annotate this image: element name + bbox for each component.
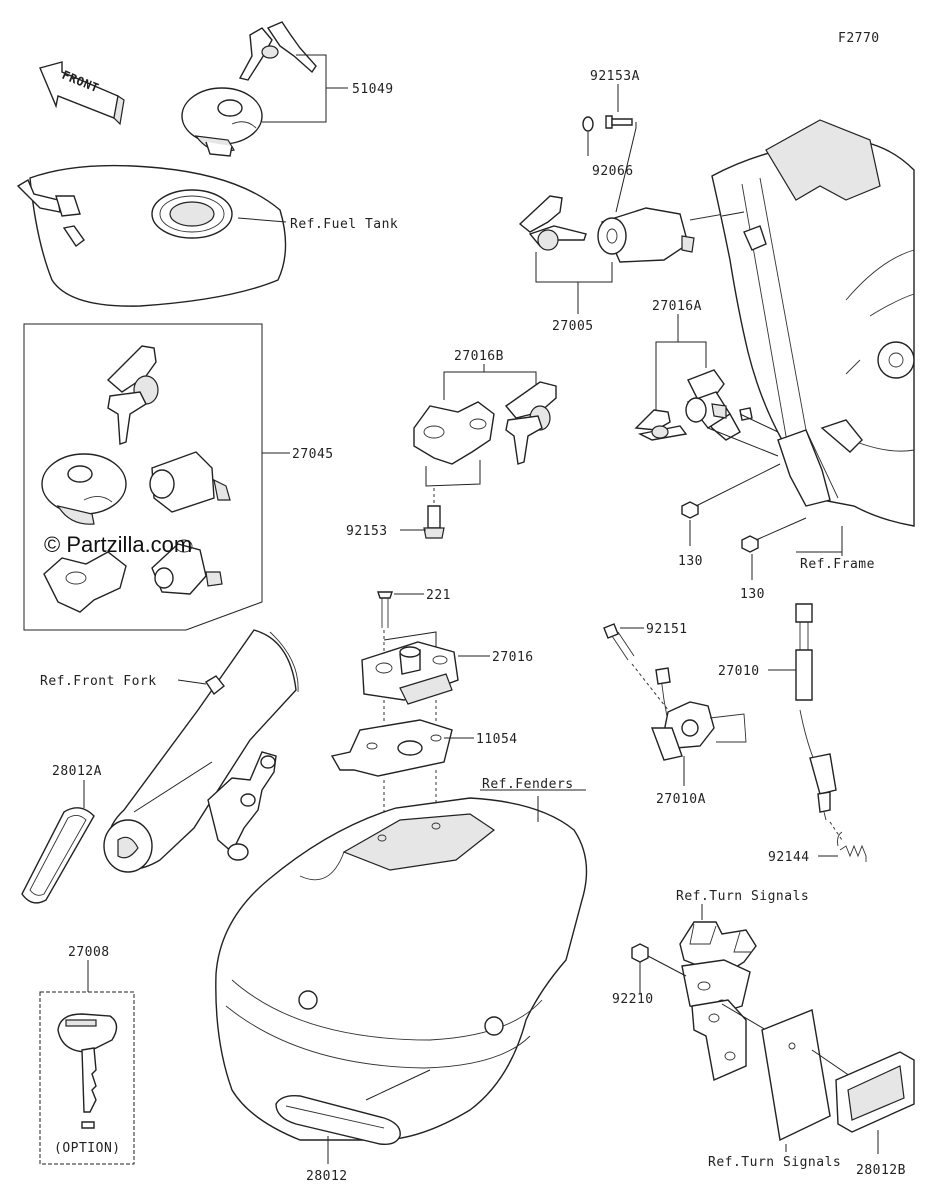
figure-code: F2770 — [838, 31, 880, 46]
front-fork-ref — [103, 629, 299, 873]
label-92066: 92066 — [592, 164, 634, 179]
label-130-a: 130 — [678, 554, 703, 569]
bracket-11054 — [330, 719, 453, 777]
turn-signal-bracket — [679, 921, 757, 1081]
bolt-130-b — [741, 535, 759, 553]
frame-ref — [711, 119, 915, 527]
label-92153: 92153 — [346, 524, 388, 539]
key-27008-box — [39, 991, 135, 1165]
label-27045: 27045 — [292, 447, 334, 462]
kit-27045-box — [23, 323, 263, 631]
label-ref-frame: Ref.Frame — [800, 557, 875, 572]
option-text: (OPTION) — [54, 1141, 121, 1156]
nut-92210 — [631, 943, 649, 963]
label-27010: 27010 — [718, 664, 760, 679]
label-130-b: 130 — [740, 587, 765, 602]
label-27010A: 27010A — [656, 792, 706, 807]
label-ref-turn-signals-top: Ref.Turn Signals — [676, 889, 809, 904]
screw-92153A — [605, 115, 633, 129]
reflector-28012 — [275, 1094, 401, 1146]
ignition-switch-27005 — [597, 207, 725, 263]
label-92153A: 92153A — [590, 69, 640, 84]
keys-27016A — [634, 409, 688, 441]
bolt-130-a — [681, 501, 699, 519]
label-ref-front-fork: Ref.Front Fork — [40, 674, 157, 689]
reflector-plate — [761, 1009, 831, 1142]
reflector-28012B — [835, 1051, 915, 1133]
switch-27010A — [650, 667, 747, 761]
label-ref-fenders: Ref.Fenders — [482, 777, 574, 792]
label-92210: 92210 — [612, 992, 654, 1007]
leader-27016B-bolt — [425, 460, 481, 487]
plug-92066 — [582, 116, 594, 132]
label-28012: 28012 — [306, 1169, 348, 1184]
label-11054: 11054 — [476, 732, 518, 747]
keys-51049 — [238, 21, 317, 81]
label-27016B: 27016B — [454, 349, 504, 364]
label-51049: 51049 — [352, 82, 394, 97]
front-arrow-icon: FRONT — [39, 61, 125, 126]
keys-27016B — [504, 381, 557, 465]
label-ref-fuel-tank: Ref.Fuel Tank — [290, 217, 398, 232]
keys-27005 — [518, 195, 587, 251]
label-27016A: 27016A — [652, 299, 702, 314]
leader-fuel-tank — [237, 217, 287, 223]
label-28012A: 28012A — [52, 764, 102, 779]
bracket-27016A — [685, 369, 753, 441]
spring-92144 — [837, 831, 867, 862]
label-27008: 27008 — [68, 945, 110, 960]
label-221: 221 — [426, 588, 451, 603]
label-92151: 92151 — [646, 622, 688, 637]
bolt-92153 — [423, 505, 445, 539]
fenders-ref — [215, 797, 588, 1141]
bracket-27016B — [413, 401, 495, 465]
bolt-221 — [377, 591, 393, 628]
fuel-tank-ref — [16, 164, 287, 307]
label-92144: 92144 — [768, 850, 810, 865]
reflector-28012A — [21, 807, 95, 904]
switch-27010 — [795, 603, 837, 821]
label-27005: 27005 — [552, 319, 594, 334]
fuel-cap — [181, 87, 263, 157]
lock-27016 — [361, 641, 459, 705]
watermark: © Partzilla.com — [44, 532, 192, 557]
label-28012B: 28012B — [856, 1163, 906, 1178]
label-ref-turn-signals-bottom: Ref.Turn Signals — [708, 1155, 841, 1170]
leader-fenders — [480, 789, 586, 822]
leader-51049 — [262, 54, 327, 123]
leader-27016A — [655, 341, 707, 420]
leader-92153A-down — [615, 122, 637, 213]
leader-27016 — [383, 631, 437, 650]
leader-27005 — [535, 252, 613, 283]
bolt-92151 — [603, 623, 635, 661]
label-27016: 27016 — [492, 650, 534, 665]
